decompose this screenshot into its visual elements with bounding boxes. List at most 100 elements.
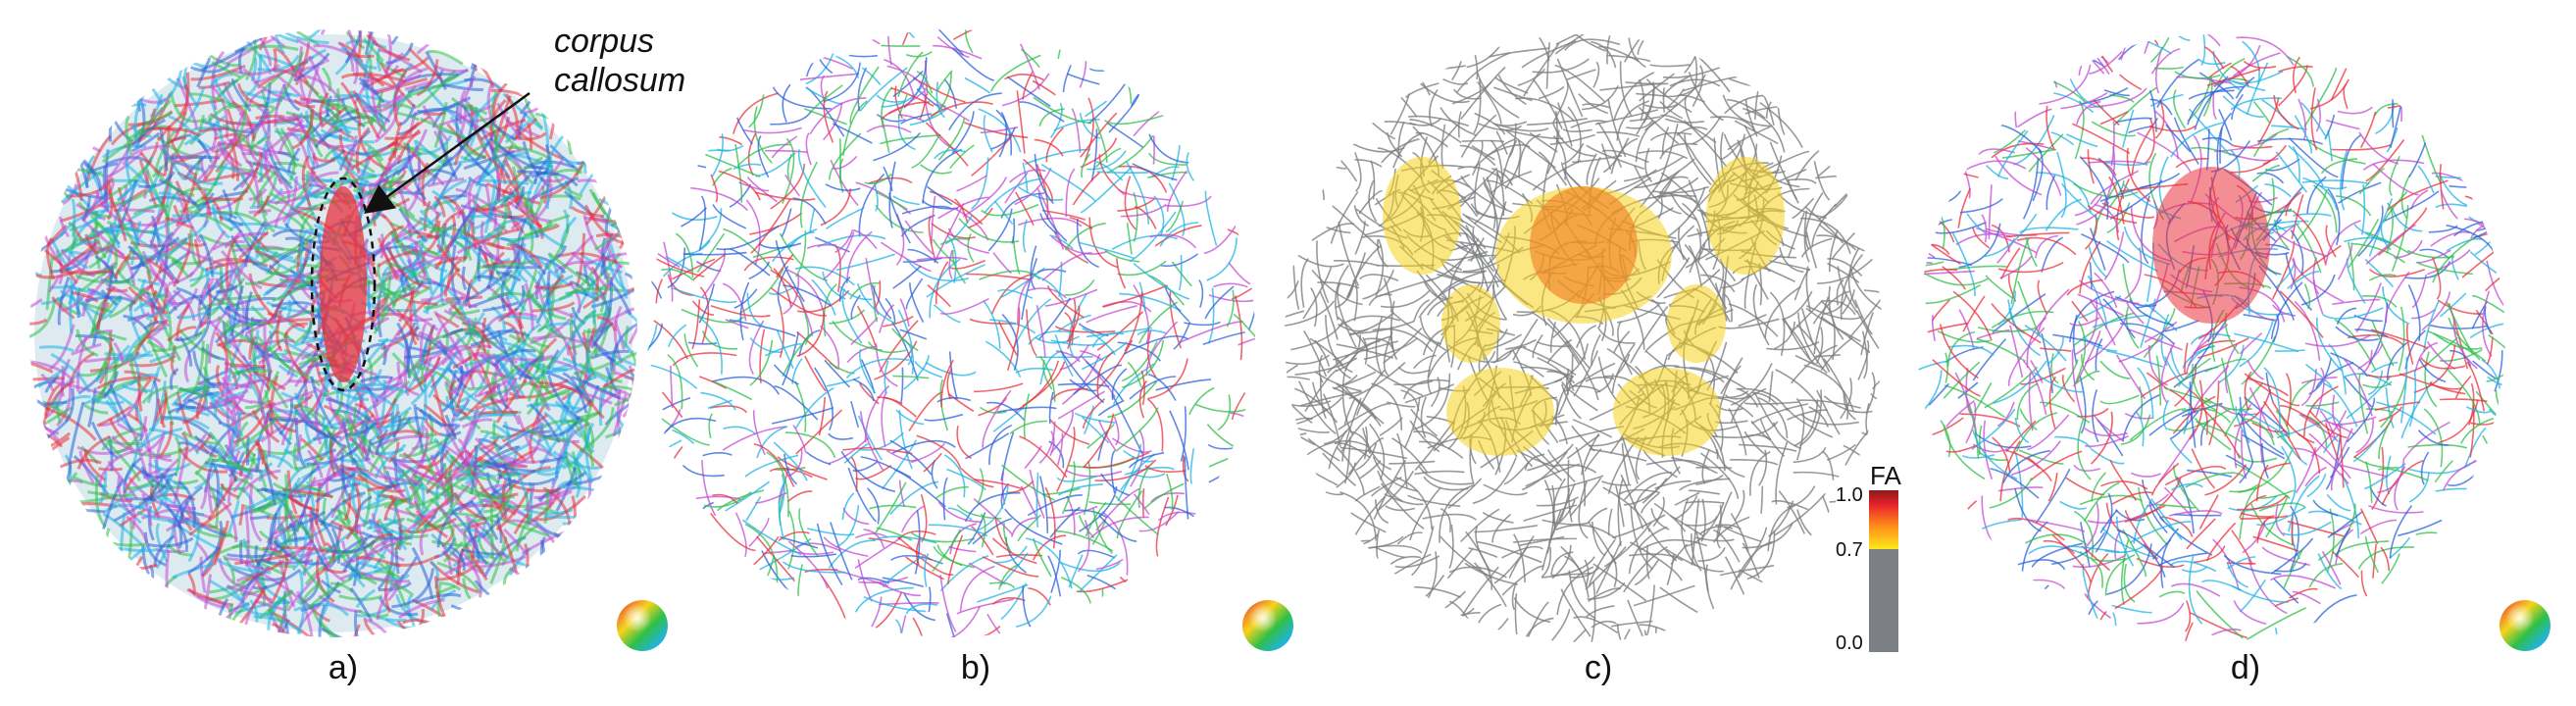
fiber-stroke xyxy=(1870,392,1883,406)
fiber-stroke xyxy=(1348,321,1415,335)
fiber-stroke xyxy=(766,451,789,518)
fiber-stroke xyxy=(739,268,784,314)
fiber-stroke xyxy=(2016,382,2039,421)
fiber-stroke xyxy=(672,429,695,445)
fiber-stroke xyxy=(1464,232,1490,292)
fiber-stroke xyxy=(881,391,887,447)
fiber-stroke xyxy=(2256,489,2295,499)
fiber-stroke xyxy=(420,117,472,142)
fiber-stroke xyxy=(861,67,882,86)
fiber-stroke xyxy=(403,346,410,396)
fiber-stroke xyxy=(1764,285,1801,338)
fiber-stroke xyxy=(1188,386,1215,416)
fiber-bundle-highlight xyxy=(1441,284,1500,363)
fiber-stroke xyxy=(924,413,964,422)
fiber-stroke xyxy=(2464,195,2488,217)
fiber-stroke xyxy=(543,488,550,525)
fiber-stroke xyxy=(415,509,449,539)
fiber-stroke xyxy=(1343,436,1351,484)
fiber-stroke xyxy=(396,309,421,341)
fiber-stroke xyxy=(387,573,411,580)
fiber-stroke xyxy=(1148,152,1187,166)
fiber-stroke xyxy=(765,149,808,154)
fiber-stroke xyxy=(46,472,78,522)
fiber-stroke xyxy=(124,370,162,383)
fiber-stroke xyxy=(723,228,773,270)
fiber-stroke xyxy=(2271,401,2315,444)
fiber-stroke xyxy=(1816,389,1841,435)
fiber-stroke xyxy=(2411,274,2428,309)
fiber-stroke xyxy=(1006,307,1021,372)
fiber-stroke xyxy=(749,212,803,235)
fiber-stroke xyxy=(244,264,281,285)
fiber-stroke xyxy=(776,328,794,369)
fiber-stroke xyxy=(1074,412,1116,424)
fiber-stroke xyxy=(670,365,674,409)
fiber-stroke xyxy=(588,188,607,216)
fiber-stroke xyxy=(216,558,272,575)
fiber-stroke xyxy=(1522,451,1568,491)
fiber-stroke xyxy=(891,328,919,352)
fiber-stroke xyxy=(2144,118,2155,165)
fiber-stroke xyxy=(1527,601,1549,638)
fiber-stroke xyxy=(222,188,232,221)
fiber-stroke xyxy=(228,222,286,231)
fiber-stroke xyxy=(850,400,860,429)
fiber-stroke xyxy=(936,70,953,91)
fiber-stroke xyxy=(755,152,796,177)
fiber-stroke xyxy=(1628,526,1668,575)
fiber-stroke xyxy=(2084,593,2111,619)
fiber-stroke xyxy=(513,512,530,535)
fiber-stroke xyxy=(752,410,766,456)
fiber-stroke xyxy=(94,344,130,383)
fiber-stroke xyxy=(480,119,527,141)
fiber-stroke xyxy=(363,141,384,162)
fiber-stroke xyxy=(956,598,1014,615)
fiber-stroke xyxy=(321,627,366,637)
fiber-stroke xyxy=(936,36,970,59)
fiber-stroke xyxy=(1022,162,1029,193)
fiber-stroke xyxy=(325,444,347,497)
fiber-stroke xyxy=(926,185,953,206)
fiber-stroke xyxy=(1811,203,1838,247)
fiber-stroke xyxy=(992,545,1028,564)
fiber-stroke xyxy=(891,322,919,381)
fiber-stroke xyxy=(988,424,1013,466)
fiber-stroke xyxy=(264,149,285,199)
fiber-stroke xyxy=(2382,191,2408,224)
fiber-stroke xyxy=(214,277,245,325)
fiber-stroke xyxy=(1019,43,1040,90)
fiber-stroke xyxy=(729,86,753,145)
fiber-stroke xyxy=(1447,478,1483,509)
fiber-stroke xyxy=(328,473,357,482)
fiber-stroke xyxy=(187,433,208,453)
fiber-stroke xyxy=(1617,479,1624,547)
fiber-stroke xyxy=(511,118,538,141)
fiber-stroke xyxy=(1056,427,1076,492)
fiber-stroke xyxy=(263,210,301,227)
fiber-stroke xyxy=(1566,69,1596,81)
fiber-stroke xyxy=(50,352,91,393)
fiber-stroke xyxy=(197,530,233,538)
fiber-stroke xyxy=(1639,538,1708,552)
fiber-stroke xyxy=(1955,232,2012,246)
fiber-stroke xyxy=(1831,232,1855,260)
fiber-stroke xyxy=(1586,153,1597,185)
fiber-stroke xyxy=(1773,321,1795,350)
fiber-stroke xyxy=(892,70,924,98)
fiber-stroke xyxy=(2113,86,2157,126)
fiber-stroke xyxy=(1840,378,1853,420)
fiber-stroke xyxy=(795,53,853,70)
fiber-stroke xyxy=(340,81,362,126)
fiber-stroke xyxy=(517,170,559,176)
fiber-stroke xyxy=(1374,499,1389,524)
fiber-stroke xyxy=(743,126,802,134)
fiber-stroke xyxy=(2341,134,2362,190)
fiber-stroke xyxy=(1473,78,1482,134)
fiber-stroke xyxy=(797,289,850,313)
fiber-stroke xyxy=(1380,289,1431,308)
fiber-stroke xyxy=(416,234,440,239)
fiber-stroke xyxy=(2212,538,2240,591)
fiber-stroke xyxy=(1440,107,1478,136)
fiber-stroke xyxy=(1972,227,1991,249)
